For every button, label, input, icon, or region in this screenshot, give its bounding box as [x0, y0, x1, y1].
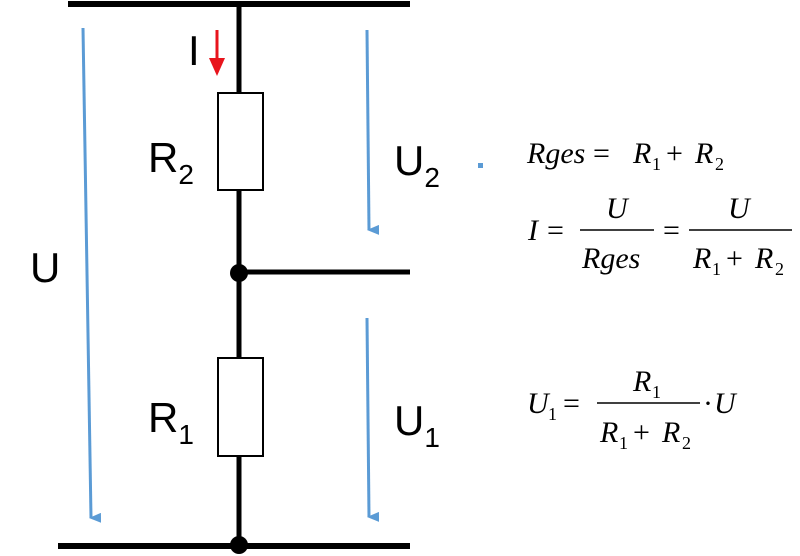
- voltage-arrow-u1: [365, 317, 380, 522]
- current-arrow-head: [209, 58, 225, 76]
- svg-text:R: R: [692, 242, 711, 275]
- svg-text:I: I: [527, 214, 540, 247]
- svg-text:Rges: Rges: [581, 242, 640, 275]
- resistor-r1: [217, 357, 264, 457]
- svg-text:1: 1: [619, 433, 628, 453]
- svg-text:1: 1: [712, 259, 721, 279]
- label-u: U: [30, 244, 60, 291]
- svg-text:+: +: [633, 416, 650, 449]
- svg-text:U: U: [527, 387, 551, 420]
- label-r1: R1: [148, 394, 194, 450]
- svg-text:=: =: [563, 387, 580, 420]
- junction-node-bottom: [230, 536, 248, 554]
- label-u2: U2: [394, 137, 440, 193]
- formula-current: I = U Rges = U R 1 + R 2: [527, 192, 792, 279]
- svg-text:+: +: [726, 242, 743, 275]
- svg-text:R: R: [661, 416, 680, 449]
- svg-text:R: R: [632, 137, 651, 170]
- svg-text:=: =: [547, 214, 564, 247]
- formula-rges: Rges = R 1 + R 2: [526, 137, 724, 174]
- svg-text:2: 2: [682, 433, 691, 453]
- svg-text:2: 2: [775, 259, 784, 279]
- svg-text:1: 1: [548, 404, 557, 424]
- svg-text:1: 1: [652, 154, 661, 174]
- svg-text:R: R: [632, 365, 651, 398]
- label-current-i: I: [188, 27, 200, 74]
- svg-text:=: =: [663, 214, 680, 247]
- voltage-arrow-u2: [365, 29, 380, 235]
- svg-text:R: R: [694, 137, 713, 170]
- junction-node-middle: [230, 264, 248, 282]
- svg-text:Rges: Rges: [526, 137, 585, 170]
- resistor-r2: [217, 92, 264, 191]
- svg-text:R: R: [754, 242, 773, 275]
- svg-text:U: U: [714, 387, 738, 420]
- svg-text:1: 1: [652, 382, 661, 402]
- svg-text:·: ·: [703, 387, 713, 420]
- svg-text:+: +: [666, 137, 683, 170]
- formula-u1: U 1 = R 1 R 1 + R 2 · U: [527, 365, 738, 453]
- voltage-arrow-u: [81, 27, 102, 523]
- svg-text:=: =: [593, 137, 610, 170]
- svg-text:2: 2: [715, 154, 724, 174]
- label-r2: R2: [148, 134, 194, 190]
- svg-text:U: U: [728, 192, 752, 225]
- svg-text:U: U: [606, 192, 630, 225]
- svg-text:R: R: [599, 416, 618, 449]
- label-u1: U1: [394, 397, 440, 453]
- blue-dot: [478, 163, 483, 168]
